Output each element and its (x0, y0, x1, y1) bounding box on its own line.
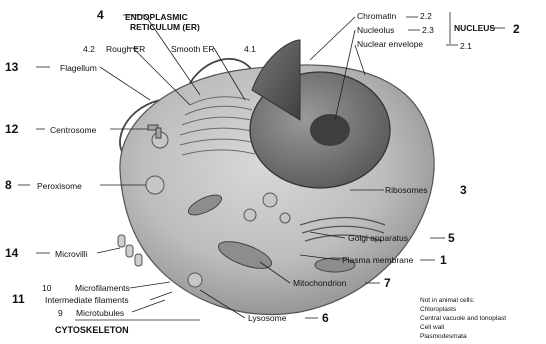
label-nucleolus-number: 2.3 (422, 25, 434, 35)
label-microvilli-number: 14 (5, 246, 19, 260)
label-rough-er: Rough ER (106, 44, 145, 54)
label-mitochondrion: Mitochondrion (293, 278, 347, 288)
label-nucleus: NUCLEUS (454, 23, 495, 33)
label-microfilaments-number: 10 (42, 283, 52, 293)
label-lysosome: Lysosome (248, 313, 287, 323)
label-intermediate: Intermediate filaments (45, 295, 129, 305)
nucleolus-shape (310, 114, 350, 146)
note-item: Central vacuole and tonoplast (420, 315, 506, 322)
label-ribosomes-number: 3 (460, 183, 467, 197)
label-er-line2: RETICULUM (ER) (130, 22, 200, 32)
label-smooth-er: Smooth ER (171, 44, 214, 54)
label-microvilli: Microvilli (55, 249, 88, 259)
label-flagellum: Flagellum (60, 63, 97, 73)
note-title: Not in animal cells: (420, 297, 475, 304)
label-chromatin-number: 2.2 (420, 11, 432, 21)
label-chromatin: Chromatin (357, 11, 396, 21)
label-microfilaments: Microfilaments (75, 283, 130, 293)
label-er-line1: ENDOPLASMIC (125, 12, 188, 22)
note-item: Cell wall (420, 324, 445, 331)
label-ribosomes: Ribosomes (385, 185, 428, 195)
label-peroxisome-number: 8 (5, 178, 12, 192)
label-mitochondrion-number: 7 (384, 276, 391, 290)
label-flagellum-number: 13 (5, 60, 19, 74)
label-golgi: Golgi apparatus (348, 233, 408, 243)
label-nuclear-envelope: Nuclear envelope (357, 39, 423, 49)
label-er-number: 4 (97, 8, 104, 22)
note-item: Chloroplasts (420, 306, 457, 313)
label-intermediate-number: 11 (12, 292, 25, 306)
label-peroxisome: Peroxisome (37, 181, 82, 191)
label-cytoskeleton: CYTOSKELETON (55, 325, 129, 335)
label-microtubules: Microtubules (76, 308, 124, 318)
note-item: Plasmodesmata (420, 333, 467, 340)
label-centrosome-number: 12 (5, 122, 19, 136)
label-plasma-membrane-number: 1 (440, 253, 447, 267)
label-centrosome: Centrosome (50, 125, 97, 135)
label-nucleus-number: 2 (513, 22, 520, 36)
label-golgi-number: 5 (448, 231, 455, 245)
label-rough-er-number: 4.2 (83, 44, 95, 54)
label-lysosome-number: 6 (322, 311, 329, 325)
label-nuclear-envelope-number: 2.1 (460, 41, 472, 51)
label-smooth-er-number: 4.1 (244, 44, 256, 54)
label-nucleolus: Nucleolus (357, 25, 394, 35)
label-plasma-membrane: Plasma membrane (342, 255, 414, 265)
label-microtubules-number: 9 (58, 308, 63, 318)
